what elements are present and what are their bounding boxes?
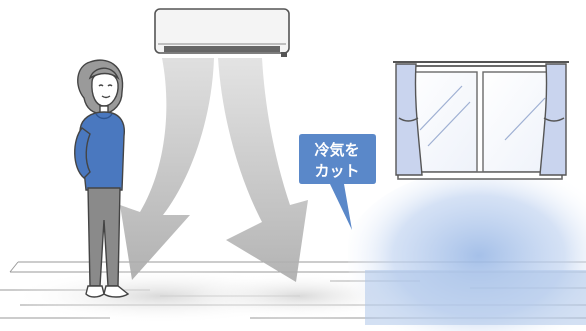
window-icon bbox=[393, 61, 569, 180]
callout-line-2: カット bbox=[314, 162, 359, 180]
airflow-arrows bbox=[120, 58, 308, 282]
callout-line-1: 冷気を bbox=[314, 141, 359, 159]
air-conditioner-icon bbox=[154, 8, 290, 57]
callout-bubble: 冷気を カット bbox=[299, 134, 376, 230]
person-icon bbox=[74, 59, 130, 298]
cold-air-floor bbox=[365, 270, 586, 325]
